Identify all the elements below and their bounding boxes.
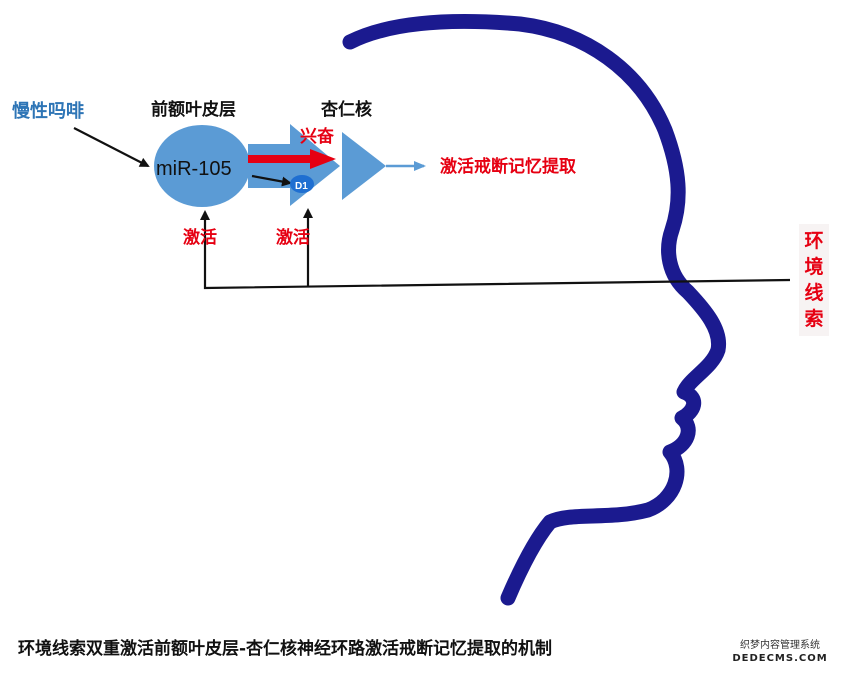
pfc-node bbox=[154, 125, 250, 207]
outcome-label: 激活戒断记忆提取 bbox=[440, 156, 576, 177]
mir-to-d1-arrow bbox=[251, 174, 292, 187]
watermark: 织梦内容管理系统 DEDECMS.COM bbox=[730, 640, 830, 665]
morphine-arrow bbox=[73, 127, 150, 167]
d1-label: D1 bbox=[295, 181, 308, 192]
activate-label-d1: 激活 bbox=[276, 227, 310, 248]
d1-receptor bbox=[290, 175, 314, 193]
activate-label-pfc: 激活 bbox=[183, 227, 217, 248]
excite-arrow-head bbox=[310, 149, 336, 169]
watermark-line2: DEDECMS.COM bbox=[732, 653, 828, 664]
env-cue-char: 线 bbox=[804, 282, 824, 304]
amygdala-label: 杏仁核 bbox=[321, 99, 372, 120]
watermark-line1: 织梦内容管理系统 bbox=[740, 640, 820, 651]
env-cue-char: 索 bbox=[804, 308, 824, 330]
projection-arrow bbox=[248, 124, 340, 206]
mir105-label: miR-105 bbox=[156, 158, 232, 180]
env-cue-line bbox=[200, 210, 791, 290]
excite-label: 兴奋 bbox=[300, 126, 335, 147]
pfc-label: 前额叶皮层 bbox=[151, 99, 236, 120]
figure-caption: 环境线索双重激活前额叶皮层-杏仁核神经环路激活戒断记忆提取的机制 bbox=[18, 639, 553, 659]
env-cue-char: 境 bbox=[804, 256, 824, 278]
env-cue-label: 环 境 线 索 bbox=[799, 224, 829, 336]
chronic-morphine-label: 慢性吗啡 bbox=[12, 100, 84, 122]
head-profile-outline bbox=[342, 13, 727, 606]
env-cue-char: 环 bbox=[804, 230, 824, 252]
amygdala-node bbox=[342, 132, 386, 200]
